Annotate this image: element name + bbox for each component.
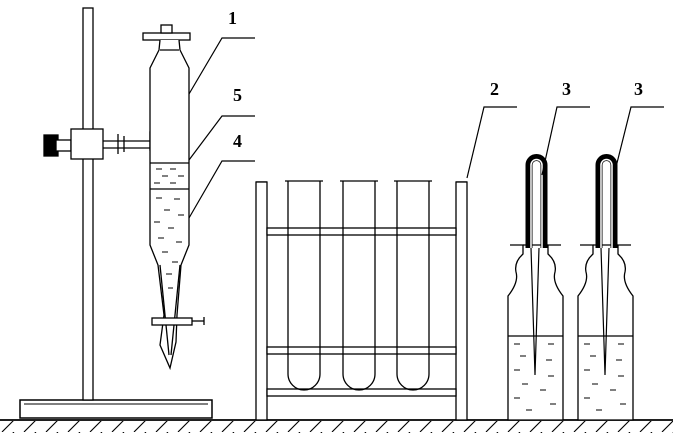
- label-test-tube-rack: 2: [490, 79, 499, 99]
- stand-rod: [82, 7, 94, 401]
- leader-4: [188, 160, 255, 219]
- test-tube: [396, 181, 430, 391]
- label-u-tube-a: 3: [562, 79, 571, 99]
- clamp-holder: [43, 128, 163, 160]
- leader-lines: [188, 37, 664, 219]
- flask-b-liquid: [584, 343, 626, 411]
- leader-3b: [613, 106, 664, 176]
- ring-stand: [19, 7, 213, 419]
- funnel-body: [149, 39, 190, 371]
- upper-layer-liquid: [154, 168, 184, 184]
- leader-5: [188, 115, 255, 161]
- test-tubes: [285, 180, 432, 391]
- collection-flask-a: [507, 244, 564, 421]
- leader-3a: [541, 106, 590, 176]
- label-lower-layer: 4: [233, 131, 242, 151]
- boss-head: [70, 128, 104, 160]
- label-separatory-funnel: 1: [228, 8, 237, 28]
- leader-1: [188, 37, 255, 95]
- test-tube: [342, 181, 376, 391]
- u-tube-b: [595, 154, 618, 376]
- leader-2: [466, 106, 517, 179]
- ground: [0, 419, 673, 433]
- collection-flask-b: [577, 244, 634, 421]
- stopcock: [151, 317, 193, 326]
- label-u-tube-b: 3: [634, 79, 643, 99]
- separatory-funnel: [142, 24, 205, 371]
- test-tube: [287, 181, 321, 391]
- lower-layer-liquid: [154, 197, 184, 289]
- stand-base: [19, 399, 213, 419]
- funnel-stopper: [142, 32, 191, 41]
- label-upper-layer: 5: [233, 85, 242, 105]
- flask-a-liquid: [514, 343, 556, 411]
- test-tube-rack: [255, 181, 468, 421]
